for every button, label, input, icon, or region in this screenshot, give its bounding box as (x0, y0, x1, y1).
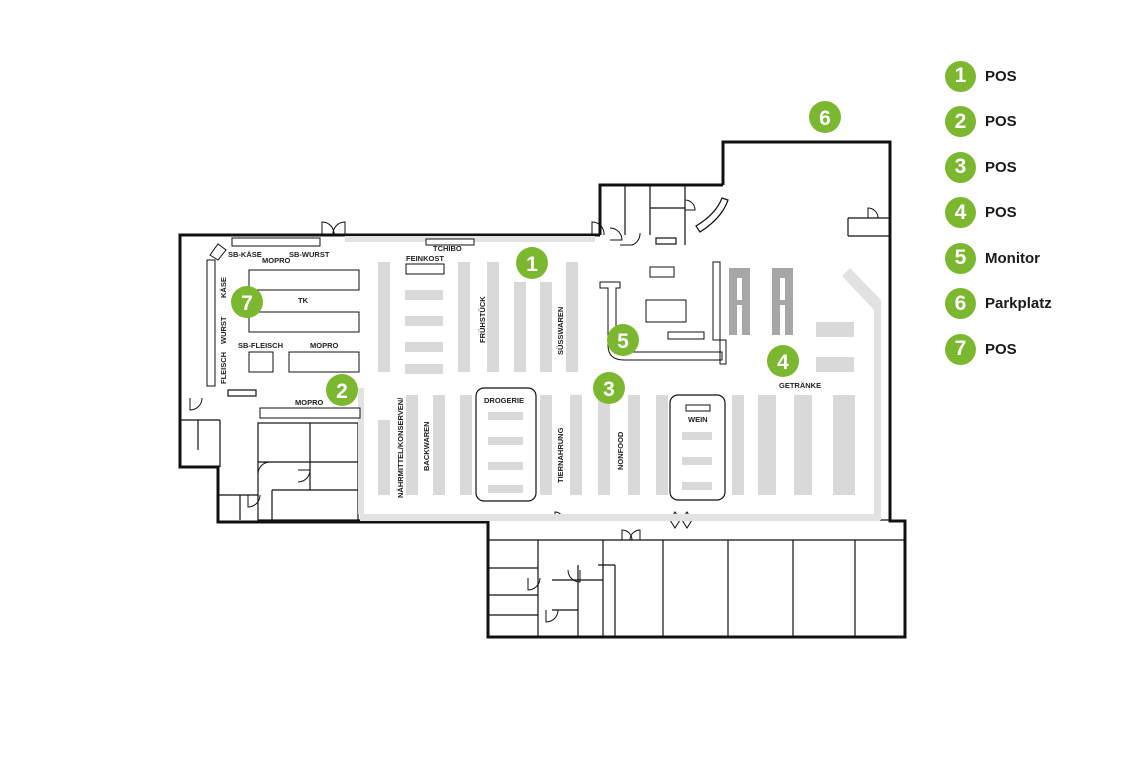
label-fruehstueck: FRÜHSTÜCK (478, 296, 487, 343)
zone-labels: SB-KÄSE MOPRO SB-WURST TCHIBO FEINKOST K… (219, 244, 821, 498)
legend-badge-7: 7 (945, 333, 976, 365)
label-wurst: WURST (219, 316, 228, 344)
label-wein: WEIN (688, 415, 708, 424)
svg-text:6: 6 (819, 107, 831, 130)
label-nonfood: NONFOOD (616, 431, 625, 470)
legend-item-6[interactable]: 6 Parkplatz (945, 286, 1135, 322)
back-rooms-top (624, 185, 890, 245)
marker-1[interactable]: 1 (516, 247, 548, 279)
legend-label-3: POS (985, 158, 1017, 176)
legend-label-4: POS (985, 204, 1017, 221)
marker-4[interactable]: 4 (767, 345, 799, 377)
label-tiernahrung: TIERNAHRUNG (556, 427, 565, 483)
legend-badge-1: 1 (945, 60, 976, 92)
label-mopro-bottom: MOPRO (295, 398, 324, 407)
label-mopro-mid: MOPRO (310, 341, 339, 350)
label-getraenke: GETRÄNKE (779, 381, 821, 390)
label-backwaren: BACKWAREN (422, 421, 431, 471)
marker-2[interactable]: 2 (326, 374, 358, 406)
legend-label-7: POS (985, 340, 1017, 358)
svg-text:3: 3 (603, 378, 615, 401)
svg-text:2: 2 (336, 380, 348, 403)
label-suesswaren: SÜSSWAREN (556, 307, 565, 355)
svg-text:7: 7 (241, 292, 253, 315)
label-drogerie: DROGERIE (484, 396, 524, 405)
label-tchibo: TCHIBO (433, 244, 462, 253)
label-mopro-top: MOPRO (262, 256, 291, 265)
svg-text:1: 1 (526, 253, 538, 276)
legend-item-1[interactable]: 1 POS (945, 58, 1135, 94)
wein-sign (685, 404, 711, 412)
shelves (378, 262, 855, 495)
beverage-racks (729, 268, 793, 335)
label-feinkost: FEINKOST (406, 254, 444, 263)
legend-label-5: Monitor (985, 249, 1040, 267)
legend: 1 POS 2 POS 3 POS 4 POS 5 Monitor 6 Park… (945, 58, 1135, 377)
building-outline (178, 140, 907, 639)
label-sb-fleisch: SB-FLEISCH (238, 341, 283, 350)
label-naehrmittel: NÄHRMITTEL/KONSERVEN/ (396, 397, 405, 498)
label-fleisch: FLEISCH (219, 352, 228, 384)
legend-label-6: Parkplatz (985, 295, 1052, 312)
label-sb-wurst: SB-WURST (289, 250, 330, 259)
legend-label-2: POS (985, 113, 1017, 130)
legend-item-2[interactable]: 2 POS (945, 104, 1135, 140)
label-kaese: KÄSE (219, 277, 228, 298)
label-tk: TK (298, 296, 309, 305)
legend-badge-6: 6 (945, 288, 976, 319)
legend-label-1: POS (985, 67, 1017, 85)
marker-5[interactable]: 5 (607, 324, 639, 356)
back-rooms-bottom (488, 539, 905, 637)
legend-item-4[interactable]: 4 POS (945, 195, 1135, 231)
legend-item-5[interactable]: 5 Monitor (945, 240, 1135, 276)
wein-island (669, 394, 726, 501)
marker-3[interactable]: 3 (593, 372, 625, 404)
counters-outlined (206, 237, 475, 419)
legend-item-3[interactable]: 3 POS (945, 149, 1135, 185)
building-wall-upper (598, 183, 723, 235)
legend-badge-5: 5 (945, 242, 976, 274)
label-sb-kaese: SB-KÄSE (228, 250, 262, 259)
legend-badge-3: 3 (945, 151, 976, 183)
drogerie-island (475, 387, 537, 502)
svg-text:5: 5 (617, 330, 629, 353)
legend-badge-4: 4 (945, 197, 976, 228)
svg-text:4: 4 (777, 351, 789, 374)
legend-item-7[interactable]: 7 POS (945, 331, 1135, 367)
legend-badge-2: 2 (945, 106, 976, 137)
marker-7[interactable]: 7 (231, 286, 263, 318)
marker-6[interactable]: 6 (809, 101, 841, 133)
